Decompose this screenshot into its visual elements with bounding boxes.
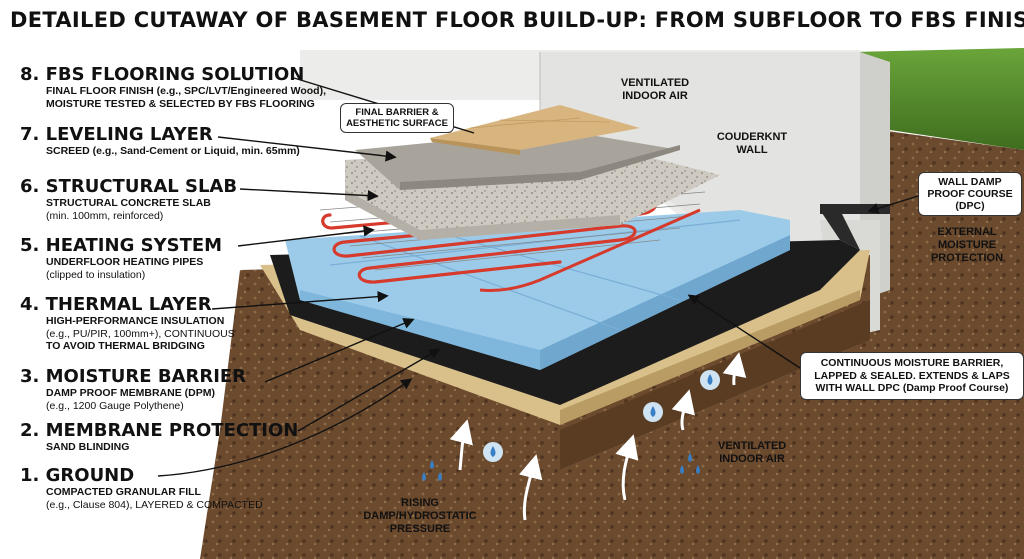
layer-heading: 8. FBS FLOORING SOLUTION	[20, 64, 305, 85]
leader-arrows	[157, 77, 919, 477]
layer-desc-line: (e.g., PU/PIR, 100mm+), CONTINUOUS	[46, 327, 235, 340]
layer-heading: 5. HEATING SYSTEM	[20, 235, 223, 256]
layer-desc-line: MOISTURE TESTED & SELECTED BY FBS FLOORI…	[46, 97, 315, 110]
ventilated-air-top-label: VENTILATED INDOOR AIR	[620, 77, 690, 102]
layer-label-structural-slab: 6. STRUCTURAL SLAB STRUCTURAL CONCRETE S…	[20, 176, 237, 222]
layer-label-ground: 1. GROUND COMPACTED GRANULAR FILL (e.g.,…	[20, 465, 263, 511]
basement-wall	[300, 50, 890, 340]
layer-label-leveling: 7. LEVELING LAYER SCREED (e.g., Sand-Cem…	[20, 124, 300, 158]
layer-label-heating: 5. HEATING SYSTEM UNDERFLOOR HEATING PIP…	[20, 235, 222, 281]
rising-damp-arrows	[449, 352, 747, 521]
layer-desc-line: (clipped to insulation)	[46, 268, 146, 281]
layer-heading: 6. STRUCTURAL SLAB	[20, 176, 238, 197]
water-drop-icons	[422, 370, 720, 481]
layer-desc-line: DAMP PROOF MEMBRANE (DPM)	[46, 387, 215, 399]
layer-desc-line: COMPACTED GRANULAR FILL	[46, 486, 201, 498]
layer-label-fbs-flooring: 8. FBS FLOORING SOLUTION FINAL FLOOR FIN…	[20, 64, 326, 110]
layer-desc-line: HIGH-PERFORMANCE INSULATION	[46, 315, 225, 327]
concrete-wall-label: COUDERKNT WALL	[716, 131, 788, 156]
layer-heading: 2. MEMBRANE PROTECTION	[20, 420, 299, 441]
screed-layer	[355, 130, 680, 190]
layer-label-membrane-protection: 2. MEMBRANE PROTECTION SAND BLINDING	[20, 420, 298, 454]
ventilated-air-bottom-label: VENTILATED INDOOR AIR	[718, 440, 787, 465]
continuous-barrier-callout: CONTINUOUS MOISTURE BARRIER, LAPPED & SE…	[800, 352, 1024, 400]
layer-desc-line: SCREED (e.g., Sand-Cement or Liquid, min…	[46, 145, 300, 157]
layer-heading: 4. THERMAL LAYER	[20, 294, 212, 315]
layer-desc-line: UNDERFLOOR HEATING PIPES	[46, 256, 204, 268]
layer-label-thermal: 4. THERMAL LAYER HIGH-PERFORMANCE INSULA…	[20, 294, 235, 353]
layer-heading: 3. MOISTURE BARRIER	[20, 366, 247, 387]
rising-damp-label: RISING DAMP/HYDROSTATIC PRESSURE	[363, 497, 477, 535]
wall-dpc-callout: WALL DAMP PROOF COURSE (DPC)	[918, 172, 1022, 216]
external-moisture-label: EXTERNAL MOISTURE PROTECTION	[930, 226, 1004, 264]
final-barrier-callout: FINAL BARRIER & AESTHETIC SURFACE	[340, 103, 454, 133]
layer-label-moisture-barrier: 3. MOISTURE BARRIER DAMP PROOF MEMBRANE …	[20, 366, 246, 412]
layer-desc-line: (e.g., 1200 Gauge Polythene)	[46, 399, 184, 412]
layer-heading: 7. LEVELING LAYER	[20, 124, 213, 145]
wood-flooring-layer	[430, 105, 640, 155]
external-ground	[720, 48, 1024, 559]
page-title: DETAILED CUTAWAY OF BASEMENT FLOOR BUILD…	[10, 8, 1024, 32]
layer-desc-line: STRUCTURAL CONCRETE SLAB	[46, 197, 211, 209]
layer-heading: 1. GROUND	[20, 465, 135, 486]
layer-desc-line: (e.g., Clause 804), LAYERED & COMPACTED	[46, 498, 263, 511]
layer-desc-line: (min. 100mm, reinforced)	[46, 209, 164, 222]
layer-desc-line: TO AVOID THERMAL BRIDGING	[46, 340, 205, 352]
layer-desc-line: SAND BLINDING	[46, 441, 130, 453]
layer-desc-line: FINAL FLOOR FINISH (e.g., SPC/LVT/Engine…	[46, 85, 327, 97]
